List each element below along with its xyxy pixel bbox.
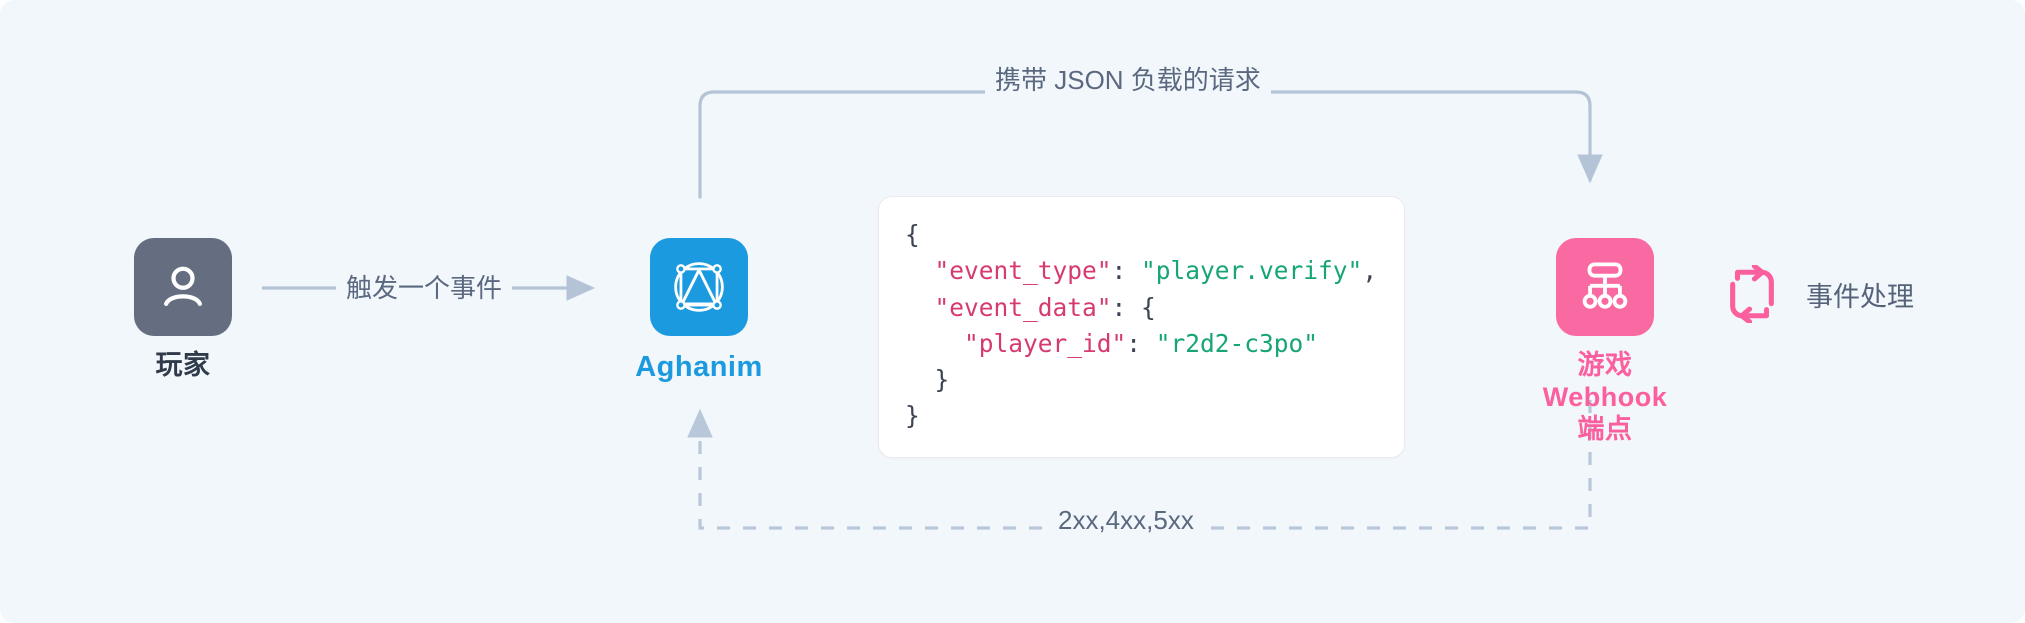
json-line-5: }: [905, 365, 950, 394]
json-key-player-id: "player_id": [964, 328, 1127, 358]
node-player-label: 玩家: [155, 350, 211, 380]
edge-request-line: [698, 90, 1603, 199]
json-line-6: }: [905, 401, 920, 431]
json-colon-2: : {: [1111, 292, 1156, 322]
refresh-loop-icon: [1730, 265, 1774, 323]
json-comma-1: ,: [1362, 256, 1378, 286]
webhook-tile: [1556, 238, 1654, 336]
node-webhook[interactable]: 游戏 Webhook 端点: [1525, 238, 1685, 446]
node-aghanim-label: Aghanim: [635, 351, 763, 383]
json-key-event-type: "event_type": [934, 256, 1112, 286]
node-aghanim[interactable]: Aghanim: [604, 238, 794, 384]
node-player[interactable]: 玩家: [118, 238, 248, 382]
json-payload-card: { "event_type": "player.verify", "event_…: [878, 196, 1405, 458]
json-colon-3: :: [1126, 328, 1156, 358]
player-tile: [134, 238, 232, 336]
aghanim-logo-icon: [674, 262, 724, 312]
json-colon-1: :: [1111, 256, 1142, 286]
edge-label-trigger: 触发一个事件: [336, 268, 513, 305]
node-webhook-label: 游戏 Webhook 端点: [1542, 350, 1668, 444]
aghanim-tile: [650, 238, 748, 336]
json-value-player-id: "r2d2-c3po": [1155, 328, 1319, 358]
json-line-1: {: [905, 220, 920, 249]
json-key-event-data: "event_data": [934, 292, 1112, 322]
json-value-event-type: "player.verify": [1141, 256, 1363, 286]
event-processing-label: 事件处理: [1806, 281, 1914, 312]
edge-label-response: 2xx,4xx,5xx: [1050, 505, 1202, 536]
edge-label-request: 携带 JSON 负载的请求: [985, 60, 1271, 97]
sitemap-icon: [1582, 262, 1628, 309]
node-event-processing: 事件处理: [1723, 265, 1914, 323]
user-icon: [164, 266, 202, 306]
